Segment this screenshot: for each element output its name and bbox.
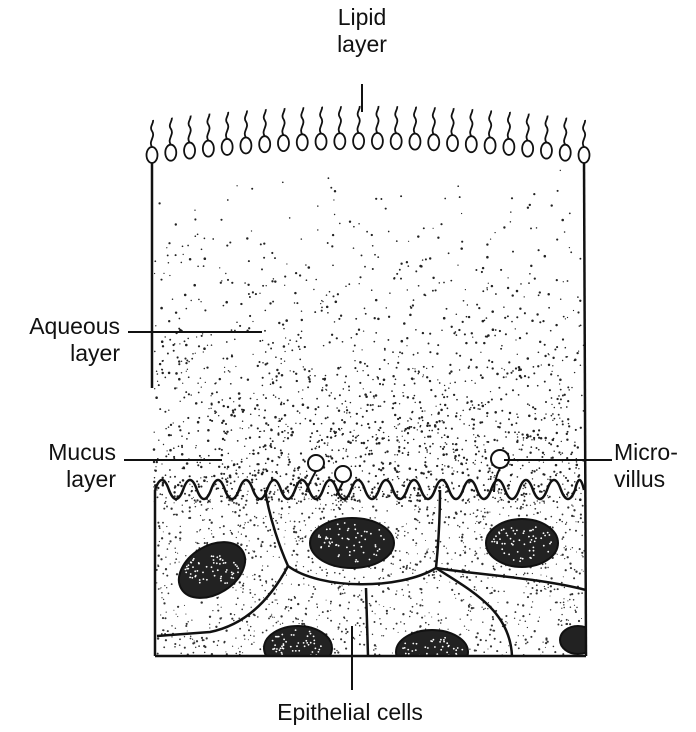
lipid-tail bbox=[394, 105, 399, 134]
lipid-head bbox=[220, 138, 234, 156]
lipid-tail bbox=[187, 115, 192, 144]
aqueous-layer-label: Aqueous layer bbox=[0, 313, 120, 367]
lipid-tail bbox=[149, 119, 155, 148]
lipid-tail bbox=[300, 107, 305, 135]
lipid-tail bbox=[281, 107, 286, 136]
lipid-tail bbox=[243, 110, 248, 138]
epithelial-cell-layer bbox=[155, 489, 586, 656]
right-wall bbox=[582, 159, 588, 657]
nucleus bbox=[177, 541, 247, 599]
lipid-head bbox=[577, 146, 591, 164]
microvillus-label: Micro- villus bbox=[614, 439, 694, 493]
lipid-head bbox=[164, 143, 178, 162]
microvillus-label-line2: villus bbox=[614, 466, 666, 492]
epithelial-label-text: Epithelial cells bbox=[277, 699, 423, 725]
cell-boundary bbox=[287, 564, 437, 586]
aqueous-stipple bbox=[152, 169, 585, 504]
tear-film-outline bbox=[150, 159, 588, 658]
cell-nuclei bbox=[177, 517, 586, 656]
nucleus bbox=[309, 517, 395, 569]
lipid-head bbox=[258, 135, 272, 154]
lipid-head bbox=[427, 133, 441, 152]
lipid-head bbox=[408, 132, 422, 151]
microvilli-membrane bbox=[153, 478, 586, 501]
lipid-tail bbox=[488, 110, 493, 138]
microvillus-label-line1: Micro- bbox=[614, 439, 678, 465]
cell-boundary bbox=[263, 489, 290, 567]
cell-boundaries bbox=[156, 489, 586, 656]
lipid-head bbox=[540, 141, 553, 160]
lipid-head bbox=[483, 136, 497, 155]
lipid-tail bbox=[262, 108, 267, 137]
lipid-label-line1: Lipid bbox=[337, 4, 387, 30]
lipid-head bbox=[502, 138, 516, 156]
nucleus-texture bbox=[184, 522, 552, 656]
lipid-tail bbox=[356, 105, 361, 134]
lipid-tail bbox=[412, 106, 417, 135]
microvilli-stalks bbox=[305, 467, 501, 497]
lipid-layer-label: Lipid layer bbox=[312, 4, 412, 58]
lipid-molecules bbox=[145, 105, 591, 164]
lipid-tail bbox=[337, 105, 342, 134]
cell-boundary bbox=[156, 565, 290, 638]
microvillus-tip bbox=[307, 454, 325, 472]
lipid-tail bbox=[168, 117, 173, 146]
lipid-head bbox=[239, 136, 253, 155]
lipid-tail bbox=[319, 106, 324, 135]
lipid-tail bbox=[431, 107, 436, 135]
lipid-tail bbox=[581, 119, 587, 148]
lipid-tail bbox=[525, 113, 530, 142]
cell-boundary bbox=[364, 587, 370, 656]
lipid-head bbox=[314, 132, 328, 151]
nucleus bbox=[559, 625, 586, 655]
cell-boundary bbox=[434, 489, 442, 569]
cell-boundary bbox=[435, 566, 514, 656]
lipid-label-line2: layer bbox=[337, 31, 387, 57]
lipid-tail bbox=[206, 113, 211, 142]
lipid-head bbox=[295, 133, 309, 152]
lipid-head bbox=[352, 132, 366, 150]
lipid-head bbox=[183, 141, 196, 160]
lipid-head bbox=[201, 139, 215, 158]
aqueous-label-line2: layer bbox=[70, 340, 120, 366]
lipid-tail bbox=[506, 111, 511, 140]
lipid-head bbox=[370, 132, 384, 150]
lipid-head bbox=[558, 143, 572, 162]
nucleus bbox=[395, 629, 469, 656]
epithelial-cells-label: Epithelial cells bbox=[240, 699, 460, 726]
lipid-head bbox=[145, 146, 159, 164]
lipid-tail bbox=[225, 111, 230, 140]
lipid-head bbox=[521, 139, 535, 158]
lipid-tail bbox=[544, 115, 549, 144]
microvillus-tip bbox=[334, 465, 352, 483]
mucus-label-line2: layer bbox=[66, 466, 116, 492]
lipid-head bbox=[277, 134, 290, 153]
nucleus bbox=[485, 518, 559, 568]
leader-lines bbox=[124, 84, 612, 690]
aqueous-label-line1: Aqueous bbox=[29, 313, 120, 339]
lipid-head bbox=[464, 135, 478, 154]
lipid-tail bbox=[563, 117, 568, 146]
lipid-head bbox=[446, 134, 459, 153]
lipid-tail bbox=[375, 105, 380, 134]
lipid-tail bbox=[450, 107, 455, 136]
mucus-label-line1: Mucus bbox=[48, 439, 116, 465]
lipid-head bbox=[333, 132, 347, 151]
lipid-tail bbox=[469, 108, 474, 137]
mucus-layer-label: Mucus layer bbox=[0, 439, 116, 493]
cell-boundary bbox=[435, 566, 586, 592]
lipid-head bbox=[389, 132, 403, 151]
